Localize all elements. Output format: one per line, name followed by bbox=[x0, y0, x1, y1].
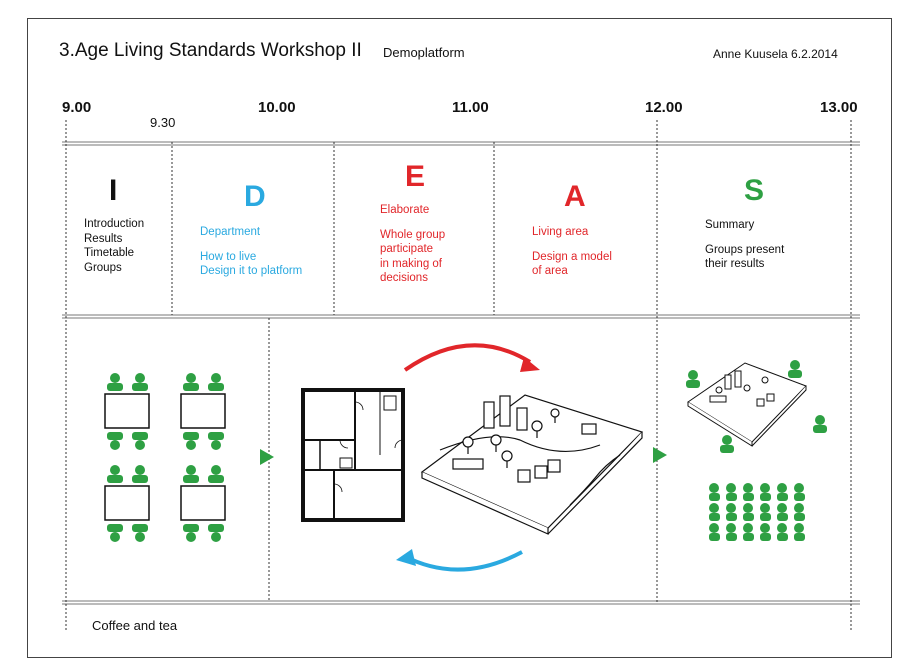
phase-letter-s: S bbox=[744, 174, 765, 207]
tables-with-people bbox=[104, 373, 226, 542]
workshop-subtitle: Demoplatform bbox=[383, 45, 465, 60]
phase-letter-i: I bbox=[109, 174, 118, 207]
presenting-people bbox=[686, 360, 827, 453]
phase-a-text: Living area Design a model of area bbox=[532, 226, 612, 277]
phase-d-text: Department How to live Design it to plat… bbox=[200, 226, 303, 277]
time-label-12-00: 12.00 bbox=[645, 99, 683, 116]
arrow-top bbox=[403, 343, 532, 372]
audience-people bbox=[709, 483, 805, 541]
summary-model bbox=[687, 362, 807, 447]
phase-letter-e: E bbox=[405, 160, 426, 193]
time-label-9-00: 9.00 bbox=[62, 99, 92, 116]
play-arrow-icon bbox=[260, 449, 274, 465]
arrow-bottom bbox=[403, 550, 523, 572]
phase-s-text: Summary Groups present their results bbox=[705, 219, 785, 270]
time-label-9-30: 9.30 bbox=[150, 115, 176, 130]
author-date: Anne Kuusela 6.2.2014 bbox=[713, 47, 838, 61]
phase-i-text: Introduction Results Timetable Groups bbox=[84, 218, 145, 274]
diagram-frame bbox=[27, 18, 892, 658]
workshop-title: 3.Age Living Standards Workshop II bbox=[59, 40, 362, 61]
play-arrow-icon bbox=[653, 447, 667, 463]
time-label-13-00: 13.00 bbox=[820, 99, 858, 116]
phase-letter-a: A bbox=[564, 180, 586, 213]
phase-letter-d: D bbox=[244, 180, 266, 213]
time-label-10-00: 10.00 bbox=[258, 99, 296, 116]
coffee-note: Coffee and tea bbox=[92, 618, 178, 633]
time-label-11-00: 11.00 bbox=[452, 99, 489, 116]
floor-plan bbox=[301, 388, 405, 522]
area-model bbox=[420, 394, 644, 535]
phase-e-text: Elaborate Whole group participate in mak… bbox=[380, 204, 446, 284]
